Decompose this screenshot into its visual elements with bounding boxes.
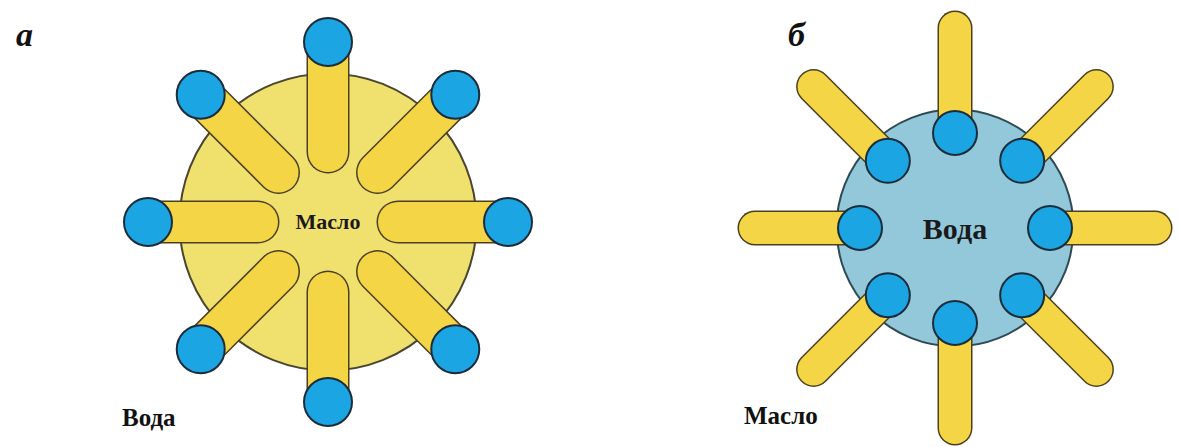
hydrophilic-head	[304, 18, 352, 66]
hydrophobic-tail	[377, 95, 455, 173]
hydrophilic-head	[1000, 139, 1044, 183]
hydrophobic-tail	[308, 42, 348, 152]
tail-outline	[938, 323, 973, 428]
tail-outline	[814, 87, 888, 161]
oil-droplet-circle	[180, 74, 477, 371]
hydrophilic-heads	[838, 111, 1072, 345]
tail-outline	[307, 42, 350, 152]
oil-droplet: Масло	[178, 72, 478, 372]
hydrophilic-head	[484, 198, 532, 246]
node-text-stack: Масло	[296, 210, 361, 234]
water-in-oil-micelle	[755, 28, 1155, 428]
hydrophobic-tail	[148, 202, 258, 242]
tail-outline	[1022, 87, 1096, 161]
water-droplet-circle	[837, 110, 1074, 347]
medium-label: Масло	[744, 402, 818, 430]
hydrophilic-head	[431, 71, 479, 119]
tail-outline	[398, 201, 508, 244]
hydrophilic-head	[177, 71, 225, 119]
hydrophobic-tail	[1022, 87, 1096, 161]
droplet-label: Вода	[923, 212, 987, 245]
tail-outline	[1050, 211, 1155, 246]
hydrophilic-head	[431, 325, 479, 373]
hydrophobic-tails	[148, 42, 508, 402]
hydrophobic-tail	[201, 271, 279, 349]
tail-outline	[1022, 295, 1096, 369]
hydrophobic-tail	[814, 87, 888, 161]
panel-letter: а	[16, 16, 33, 53]
hydrophobic-tail	[755, 212, 860, 244]
hydrophobic-tail	[814, 295, 888, 369]
panel-letter: б	[788, 16, 805, 53]
hydrophobic-tail	[939, 323, 971, 428]
hydrophobic-tails	[755, 28, 1155, 428]
hydrophobic-tail	[1022, 295, 1096, 369]
hydrophobic-tail	[377, 271, 455, 349]
medium-label: Вода	[122, 404, 176, 432]
hydrophilic-head	[1028, 206, 1072, 250]
hydrophobic-tail	[1050, 212, 1155, 244]
node-text-stack: Вода	[923, 212, 987, 245]
tail-outline	[377, 271, 455, 349]
tail-outline	[148, 201, 258, 244]
tail-outline	[938, 28, 973, 133]
hydrophilic-head	[866, 273, 910, 317]
tail-outline	[201, 271, 279, 349]
tail-outline	[201, 95, 279, 173]
oil-in-water-micelle	[124, 18, 532, 426]
hydrophilic-head	[866, 139, 910, 183]
hydrophilic-head	[933, 111, 977, 155]
hydrophobic-tail	[201, 95, 279, 173]
hydrophobic-tail	[398, 202, 508, 242]
hydrophilic-head	[177, 325, 225, 373]
hydrophilic-head	[304, 378, 352, 426]
hydrophilic-head	[1000, 273, 1044, 317]
hydrophobic-tail	[939, 28, 971, 133]
tail-outline	[307, 292, 350, 402]
hydrophilic-head	[838, 206, 882, 250]
tail-outline	[755, 211, 860, 246]
droplet-label: Масло	[296, 210, 361, 234]
water-droplet: Вода	[835, 108, 1075, 348]
tail-outline	[377, 95, 455, 173]
hydrophilic-head	[933, 301, 977, 345]
hydrophobic-tail	[308, 292, 348, 402]
tail-outline	[814, 295, 888, 369]
hydrophilic-head	[124, 198, 172, 246]
hydrophilic-heads	[124, 18, 532, 426]
